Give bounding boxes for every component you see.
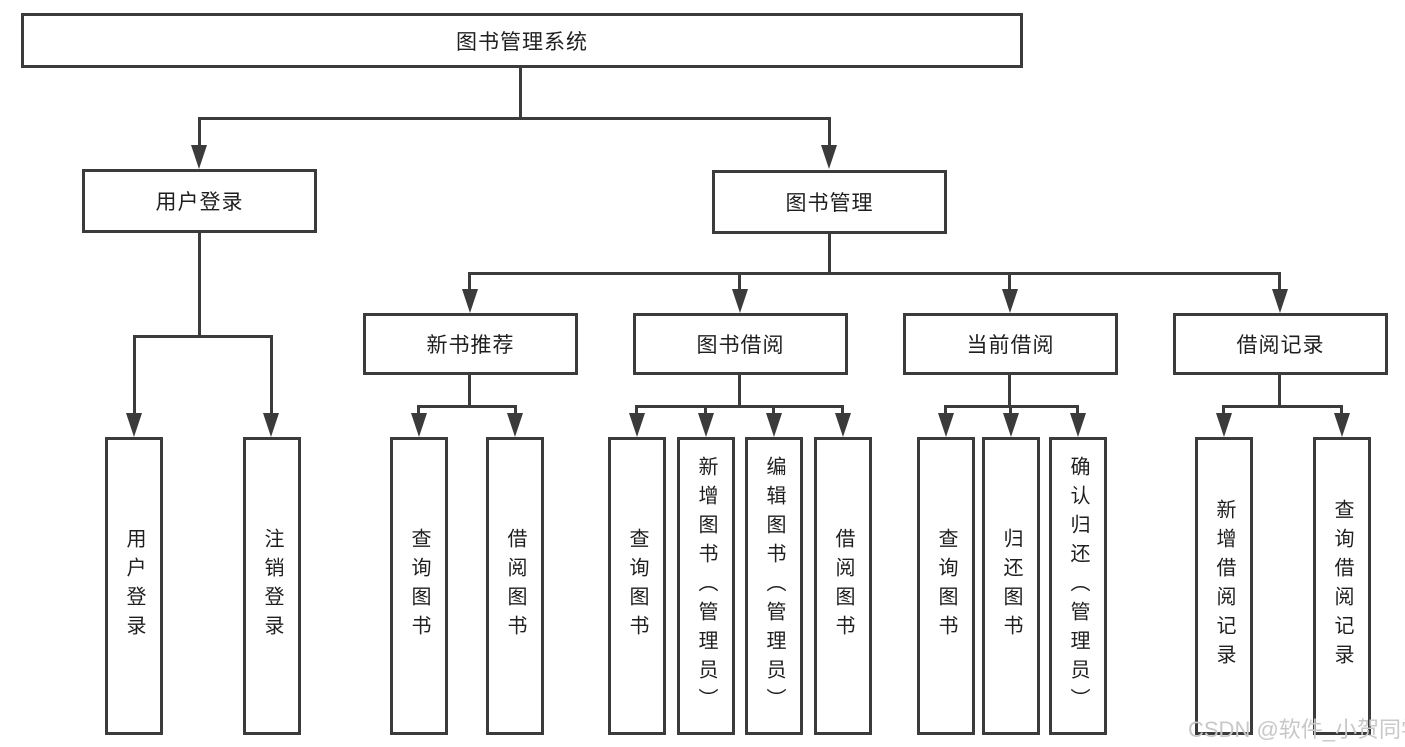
node-new-book-recommend: 新书推荐 xyxy=(363,313,578,375)
leaf-borrow-add-book-admin: 新增图书（管理员） xyxy=(677,437,735,735)
connector-recommend-stem xyxy=(468,375,471,408)
leaf-borrow-borrow-book: 借阅图书 xyxy=(814,437,872,735)
node-label: 归还图书 xyxy=(1000,528,1022,644)
arrow-to-book-borrow xyxy=(732,289,748,313)
leaf-records-query-record: 查询借阅记录 xyxy=(1313,437,1371,735)
leaf-recommend-query-book: 查询图书 xyxy=(390,437,448,735)
arrow-to-borrow-edit xyxy=(766,413,782,437)
connector-leaf-stem xyxy=(772,405,775,415)
connector-leaf-stem xyxy=(704,405,707,415)
arrow-to-new-book-recommend xyxy=(462,289,478,313)
connector-leaf-stem xyxy=(1076,405,1079,415)
leaf-recommend-borrow-book: 借阅图书 xyxy=(486,437,544,735)
connector-mgmt-hbar xyxy=(469,272,1281,275)
connector-l3-stem xyxy=(468,272,471,292)
connector-root-hbar xyxy=(198,117,830,120)
node-label: 借阅记录 xyxy=(1236,334,1325,357)
arrow-to-borrow-add xyxy=(698,413,714,437)
node-label: 注销登录 xyxy=(261,528,283,644)
node-label: 查询借阅记录 xyxy=(1331,499,1353,673)
arrow-to-borrow-records xyxy=(1272,289,1288,313)
connector-user-login-stem xyxy=(198,117,201,147)
connector-borrow-hbar xyxy=(635,405,844,408)
node-label: 用户登录 xyxy=(155,191,244,214)
node-book-management: 图书管理 xyxy=(712,170,947,234)
arrow-to-records-query xyxy=(1334,413,1350,437)
node-label: 图书借阅 xyxy=(696,334,785,357)
connector-l3-stem xyxy=(1008,272,1011,292)
node-label: 查询图书 xyxy=(626,528,648,644)
leaf-borrow-edit-book-admin: 编辑图书（管理员） xyxy=(745,437,803,735)
node-label: 查询图书 xyxy=(935,528,957,644)
connector-book-mgmt-stem xyxy=(828,117,831,147)
connector-mgmt-stem xyxy=(828,234,831,275)
leaf-borrow-query-book: 查询图书 xyxy=(608,437,666,735)
arrow-to-recommend-borrow xyxy=(507,413,523,437)
node-label: 新增借阅记录 xyxy=(1213,499,1235,673)
arrow-to-leaf-user-login xyxy=(126,413,142,437)
connector-leaf-stem xyxy=(133,335,136,415)
connector-records-stem xyxy=(1278,375,1281,408)
connector-leaf-stem xyxy=(514,405,517,415)
connector-root-stem xyxy=(519,68,522,117)
arrow-to-borrow-query xyxy=(629,413,645,437)
connector-borrow-stem xyxy=(738,375,741,408)
connector-records-hbar xyxy=(1222,405,1343,408)
connector-user-group-hbar xyxy=(133,335,273,338)
leaf-records-add-record: 新增借阅记录 xyxy=(1195,437,1253,735)
node-label: 确认归还（管理员） xyxy=(1067,455,1089,717)
arrow-to-leaf-logout xyxy=(263,413,279,437)
leaf-logout: 注销登录 xyxy=(243,437,301,735)
connector-leaf-stem xyxy=(944,405,947,415)
arrow-to-current-borrow xyxy=(1002,289,1018,313)
node-user-login: 用户登录 xyxy=(82,169,317,233)
node-library-system: 图书管理系统 xyxy=(21,13,1023,68)
csdn-watermark: CSDN @软件_小贺同学 xyxy=(1188,717,1405,742)
leaf-current-return-book: 归还图书 xyxy=(982,437,1040,735)
connector-leaf-stem xyxy=(635,405,638,415)
connector-l3-stem xyxy=(738,272,741,292)
connector-leaf-stem xyxy=(1340,405,1343,415)
arrow-to-recommend-query xyxy=(411,413,427,437)
arrow-to-records-add xyxy=(1216,413,1232,437)
leaf-current-query-book: 查询图书 xyxy=(917,437,975,735)
leaf-current-confirm-return-admin: 确认归还（管理员） xyxy=(1049,437,1107,735)
connector-leaf-stem xyxy=(417,405,420,415)
node-label: 查询图书 xyxy=(408,528,430,644)
connector-leaf-stem xyxy=(1009,405,1012,415)
connector-current-stem xyxy=(1008,375,1011,408)
leaf-user-login: 用户登录 xyxy=(105,437,163,735)
connector-l3-stem xyxy=(1278,272,1281,292)
connector-leaf-stem xyxy=(841,405,844,415)
arrow-to-current-return xyxy=(1003,413,1019,437)
arrow-to-current-confirm xyxy=(1070,413,1086,437)
node-current-borrow: 当前借阅 xyxy=(903,313,1118,375)
node-label: 新书推荐 xyxy=(426,334,515,357)
connector-leaf-stem xyxy=(270,335,273,415)
arrow-to-borrow-borrow xyxy=(835,413,851,437)
arrow-to-user-login xyxy=(191,145,207,169)
node-label: 用户登录 xyxy=(123,528,145,644)
node-label: 借阅图书 xyxy=(832,528,854,644)
node-label: 当前借阅 xyxy=(966,334,1055,357)
arrow-to-current-query xyxy=(938,413,954,437)
node-label: 新增图书（管理员） xyxy=(695,455,717,717)
connector-leaf-stem xyxy=(1222,405,1225,415)
node-book-borrow: 图书借阅 xyxy=(633,313,848,375)
node-borrow-records: 借阅记录 xyxy=(1173,313,1388,375)
arrow-to-book-mgmt xyxy=(821,145,837,169)
node-label: 图书管理系统 xyxy=(456,30,588,54)
connector-recommend-hbar xyxy=(417,405,517,408)
node-label: 图书管理 xyxy=(785,192,874,215)
node-label: 编辑图书（管理员） xyxy=(763,455,785,717)
connector-user-group-stem xyxy=(198,233,201,338)
node-label: 借阅图书 xyxy=(504,528,526,644)
